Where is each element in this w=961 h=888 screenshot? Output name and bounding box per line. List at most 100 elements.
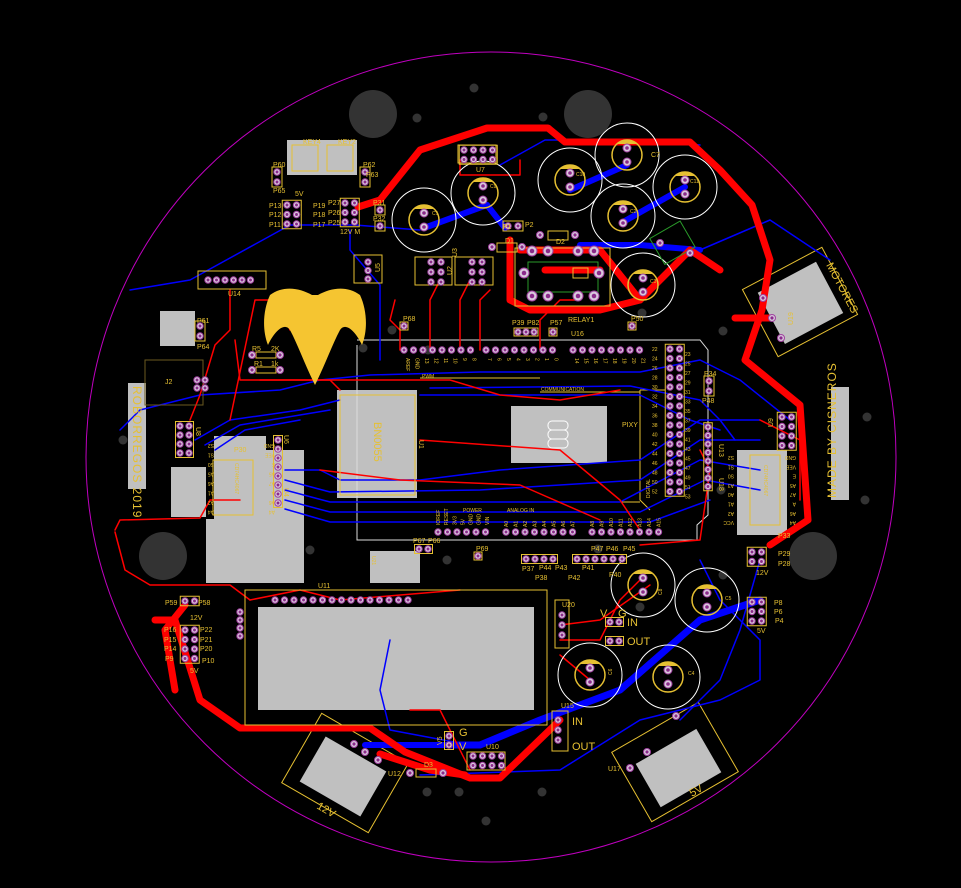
- pad: [675, 383, 684, 391]
- pin-label: A12: [628, 518, 634, 527]
- pin-label: 51: [685, 485, 691, 491]
- pad: [675, 402, 684, 410]
- mounting-holes: [139, 90, 837, 580]
- label-u18: U18: [717, 478, 724, 491]
- pad: [176, 431, 184, 439]
- pad: [193, 384, 201, 392]
- made-by-label-plate: [831, 387, 849, 500]
- label-key2: KEY2: [338, 139, 356, 146]
- pad: [675, 411, 684, 420]
- label-p40: P40: [609, 572, 622, 579]
- u21-body: [370, 551, 420, 583]
- pin-label: 40: [652, 433, 658, 439]
- label-p31: P31: [373, 200, 386, 207]
- pad: [437, 268, 445, 276]
- pad: [501, 346, 509, 354]
- label-p63: P63: [366, 172, 379, 179]
- pin-label: GND: [469, 514, 475, 526]
- label-c8: C8: [658, 588, 664, 595]
- pad: [274, 454, 282, 462]
- label-u5: U5: [375, 263, 382, 272]
- pad: [201, 384, 209, 392]
- label-p48: P48: [702, 398, 715, 405]
- pin-label: 18: [611, 358, 617, 364]
- pad: [273, 178, 281, 186]
- label-5v-right: 5V: [757, 628, 766, 635]
- pin-label: VEE: [264, 452, 275, 458]
- pad: [530, 528, 539, 536]
- pin-label: A: [792, 501, 796, 507]
- label-u19: U19: [788, 312, 795, 325]
- pin-label: 21: [640, 358, 646, 364]
- pad: [271, 596, 279, 604]
- pad: [514, 328, 522, 336]
- label-d3: D3: [424, 762, 433, 769]
- via: [862, 412, 872, 422]
- pad: [787, 413, 796, 421]
- pad: [757, 598, 766, 606]
- label-p47: P47: [591, 546, 604, 553]
- pad: [190, 635, 199, 644]
- pin-label: 6: [496, 358, 502, 361]
- pin-label: A8: [590, 521, 596, 527]
- pad: [597, 528, 606, 536]
- pad: [635, 346, 644, 354]
- u20-outline: [554, 599, 570, 649]
- pin-label: 48: [652, 471, 658, 477]
- pin-label: A1: [514, 521, 520, 527]
- pad: [400, 346, 408, 354]
- u5-outline: [353, 254, 383, 284]
- pin-label: A7: [790, 491, 796, 497]
- pin-label: 30: [652, 385, 658, 391]
- d1-outline: [496, 242, 518, 253]
- pin-label: 31: [685, 390, 691, 396]
- pad: [607, 528, 615, 536]
- pad: [283, 201, 291, 209]
- pad: [675, 468, 684, 477]
- mounting-hole: [789, 532, 837, 580]
- pad: [276, 351, 284, 359]
- pin-label: 49: [685, 476, 691, 482]
- label-v: V: [600, 608, 608, 620]
- header-outline: [746, 546, 767, 567]
- u14-outline: [197, 270, 267, 290]
- header-outline: [473, 551, 483, 561]
- pad: [558, 631, 566, 639]
- label-p39: P39: [512, 320, 525, 327]
- label-p58: P58: [198, 600, 211, 607]
- pad: [778, 432, 786, 440]
- label-p68: P68: [403, 316, 416, 323]
- pad: [190, 654, 199, 663]
- pad: [290, 596, 298, 604]
- 12v-connector: [281, 712, 409, 834]
- pin-label: S2: [728, 454, 734, 460]
- pin-label: 25: [685, 362, 691, 368]
- via: [422, 787, 432, 797]
- label-p13: P13: [269, 203, 282, 210]
- label-d2: D2: [556, 239, 565, 246]
- pad: [675, 392, 684, 401]
- pad: [748, 548, 756, 556]
- label-p20: P20: [200, 646, 213, 653]
- pad: [748, 557, 756, 566]
- mounting-hole: [349, 90, 397, 138]
- pad: [518, 267, 530, 279]
- header-outline: [359, 166, 371, 188]
- pad: [757, 607, 766, 616]
- label-u7: U7: [476, 167, 485, 174]
- pad: [615, 618, 623, 626]
- pad: [409, 346, 418, 354]
- pad: [185, 449, 193, 457]
- pin-label: E: [792, 473, 796, 479]
- pad: [193, 376, 201, 384]
- pad: [497, 752, 506, 760]
- label-p69: P69: [476, 546, 489, 553]
- header-outline: [271, 166, 283, 188]
- pad: [666, 468, 674, 477]
- bno055-outline: [339, 394, 416, 496]
- pad: [521, 528, 529, 536]
- label-c4: C4: [688, 671, 695, 677]
- pad: [504, 222, 512, 230]
- pad: [666, 364, 674, 372]
- label-c10: C10: [576, 172, 585, 178]
